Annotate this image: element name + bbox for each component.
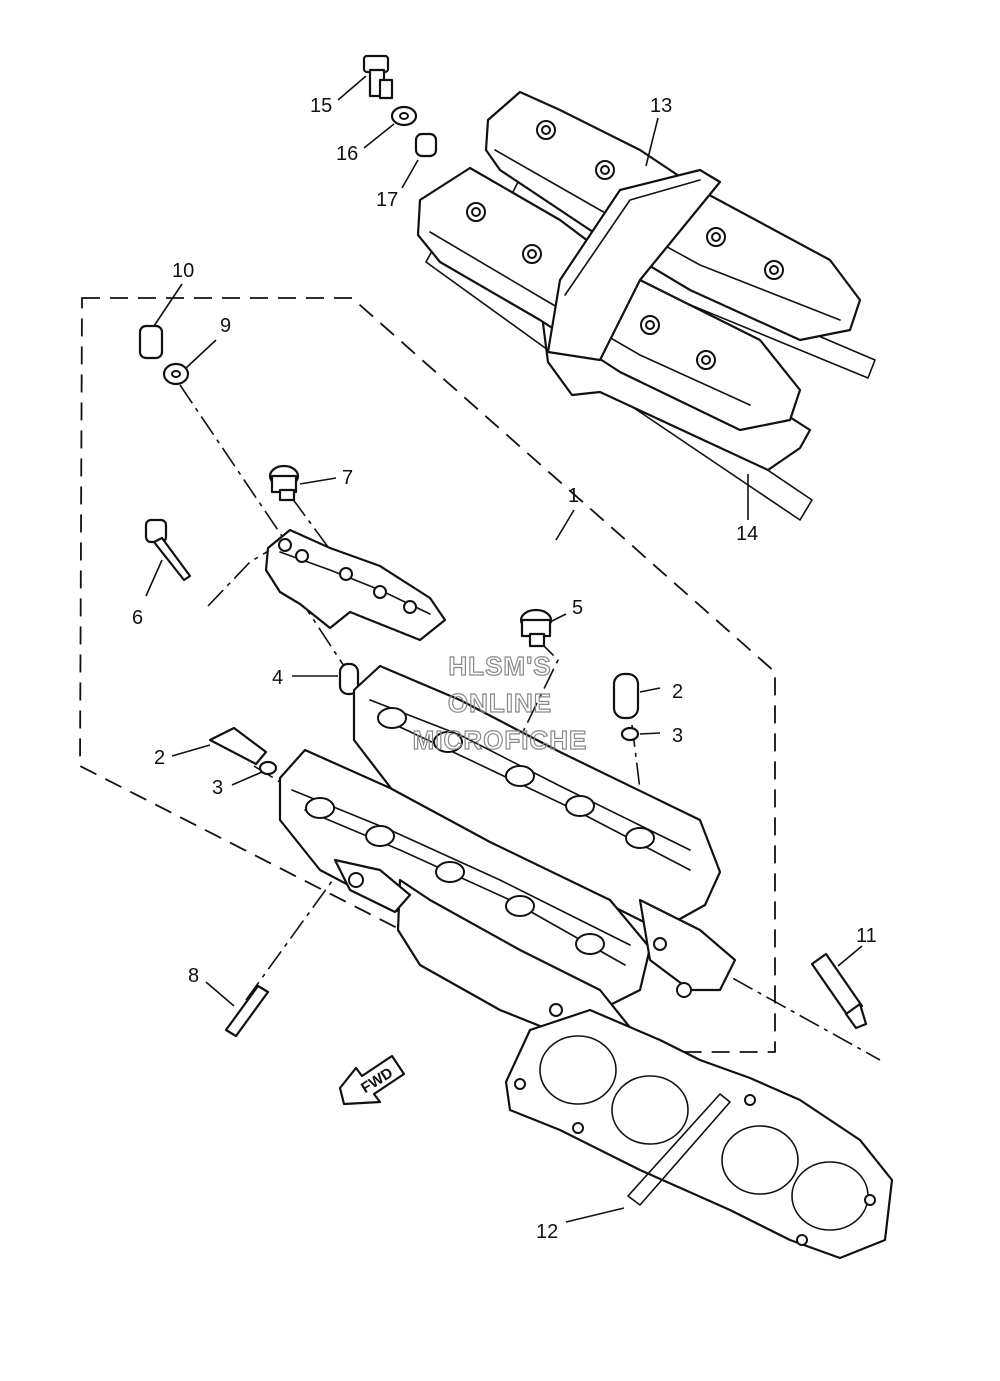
cam-cap-bracket [264,528,447,642]
callout-4: 4 [272,667,283,689]
callout-17: 17 [376,189,398,211]
callout-13: 13 [650,95,672,117]
callout-9: 9 [220,315,231,337]
dowel-4 [338,662,360,696]
callout-3-left: 3 [212,777,223,799]
watermark-line-3: MICROFICHE [413,725,588,755]
callout-6: 6 [132,607,143,629]
leader-lines [145,75,863,1223]
head-gasket-12 [504,1008,894,1260]
callout-3-right: 3 [672,725,683,747]
cover-bolt-stack [362,54,438,158]
callout-7: 7 [342,467,353,489]
callout-11: 11 [856,925,877,947]
stud-8 [224,984,270,1038]
fwd-arrow-icon: FWD [338,1054,406,1106]
callout-2-left: 2 [154,747,165,769]
centerline-7 [291,497,346,571]
callout-1: 1 [568,485,579,507]
centerline-9 [179,384,291,549]
cap-7 [268,464,300,502]
assembly-boundary [79,297,776,1053]
callout-5: 5 [572,597,583,619]
guide-2-right [612,672,640,742]
watermark-line-1: HLSM'S [448,651,551,681]
watermark: HLSM'S ONLINE MICROFICHE [412,650,588,755]
bolt-6 [144,518,192,582]
callout-labels: 1 2 2 3 3 4 5 6 7 8 9 10 11 12 13 14 15 … [132,95,877,1243]
centerline-11 [699,959,881,1061]
cap-5 [519,608,553,648]
watermark-line-2: ONLINE [448,688,552,718]
callout-16: 16 [336,143,358,165]
cylinder-head-covers [416,90,876,521]
callout-15: 15 [310,95,332,117]
callout-2-right: 2 [672,681,683,703]
callout-10: 10 [172,260,194,282]
centerline-8 [245,869,341,1001]
centerline-6 [207,549,271,607]
callout-12: 12 [536,1221,558,1243]
bolt-10-washer-9 [138,324,190,386]
cylinder-heads [278,664,737,1052]
guide-2-left [208,726,278,776]
spark-plug-11 [810,952,868,1030]
callout-14: 14 [736,523,758,545]
callout-8: 8 [188,965,199,987]
